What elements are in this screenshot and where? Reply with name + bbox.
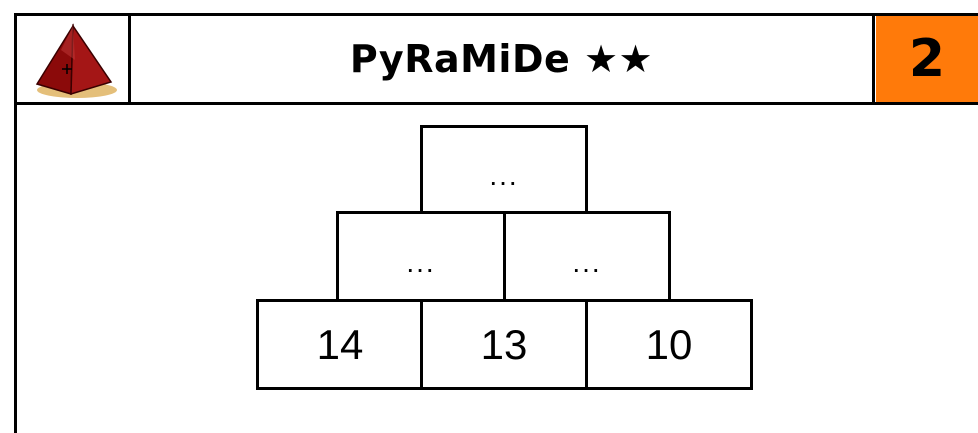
pyramid-cell-bottom-1: 14 <box>256 299 424 390</box>
pyramid-cell-middle-right[interactable]: ... <box>503 211 671 303</box>
pyramid-cell-value: ... <box>489 159 519 191</box>
pyramid-cell-bottom-2: 13 <box>420 299 588 390</box>
pyramid-cell-value: ... <box>572 246 602 278</box>
pyramid-cell-value: 13 <box>480 320 528 368</box>
logo-cell <box>17 16 131 102</box>
pyramid-cell-value: ... <box>406 246 436 278</box>
pyramid-cell-value: 10 <box>645 320 693 368</box>
header-bar <box>14 13 978 105</box>
pyramid-cell-top[interactable]: ... <box>420 125 588 215</box>
level-badge: 2 <box>876 16 978 102</box>
pyramid-cell-middle-left[interactable]: ... <box>336 211 506 303</box>
pyramid-cell-bottom-3: 10 <box>585 299 753 390</box>
pyramid-cell-value: 14 <box>316 320 364 368</box>
pyramid-icon <box>35 23 117 98</box>
level-number: 2 <box>908 29 946 89</box>
title-cell: PyRaMiDe ★★ <box>131 16 875 102</box>
puzzle-title: PyRaMiDe ★★ <box>349 37 654 81</box>
